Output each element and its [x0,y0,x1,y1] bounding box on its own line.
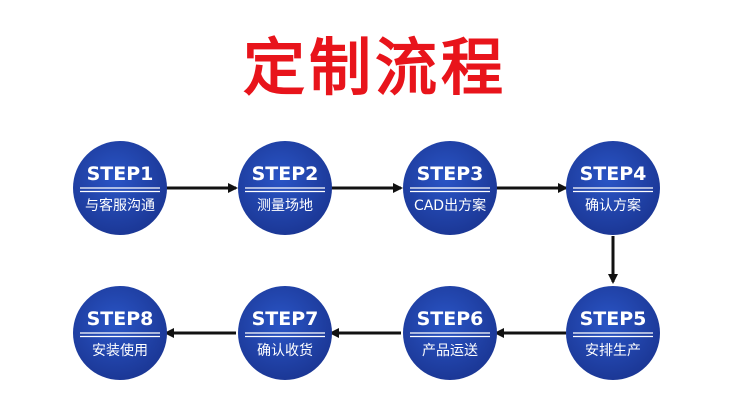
step-label: 确认方案 [585,197,641,214]
step-title: STEP5 [580,308,647,330]
step-node: STEP7 确认收货 [238,286,332,380]
step-node: STEP4 确认方案 [566,141,660,235]
step-title: STEP2 [252,163,319,185]
step-label: 安排生产 [585,343,641,359]
step-title: STEP6 [417,308,484,330]
page-title: 定制流程 [242,31,507,104]
step-label: 测量场地 [257,198,313,214]
step-node: STEP8 安装使用 [73,286,167,380]
step-label: 产品运送 [422,343,478,359]
step-title: STEP8 [87,308,154,330]
step-node: STEP1 与客服沟通 [73,141,167,235]
step-node: STEP2 测量场地 [238,141,332,235]
step-node: STEP3 CAD出方案 [403,141,497,235]
step-label: 确认收货 [257,342,313,359]
flow-arrows [164,183,618,338]
step-title: STEP1 [87,163,154,185]
step-label: 安装使用 [92,342,148,359]
step-label: CAD出方案 [414,197,486,214]
step-title: STEP3 [417,163,484,185]
step-node: STEP5 安排生产 [566,286,660,380]
step-node: STEP6 产品运送 [403,286,497,380]
step-label: 与客服沟通 [85,197,155,214]
step-title: STEP7 [252,308,319,330]
step-title: STEP4 [580,163,647,185]
